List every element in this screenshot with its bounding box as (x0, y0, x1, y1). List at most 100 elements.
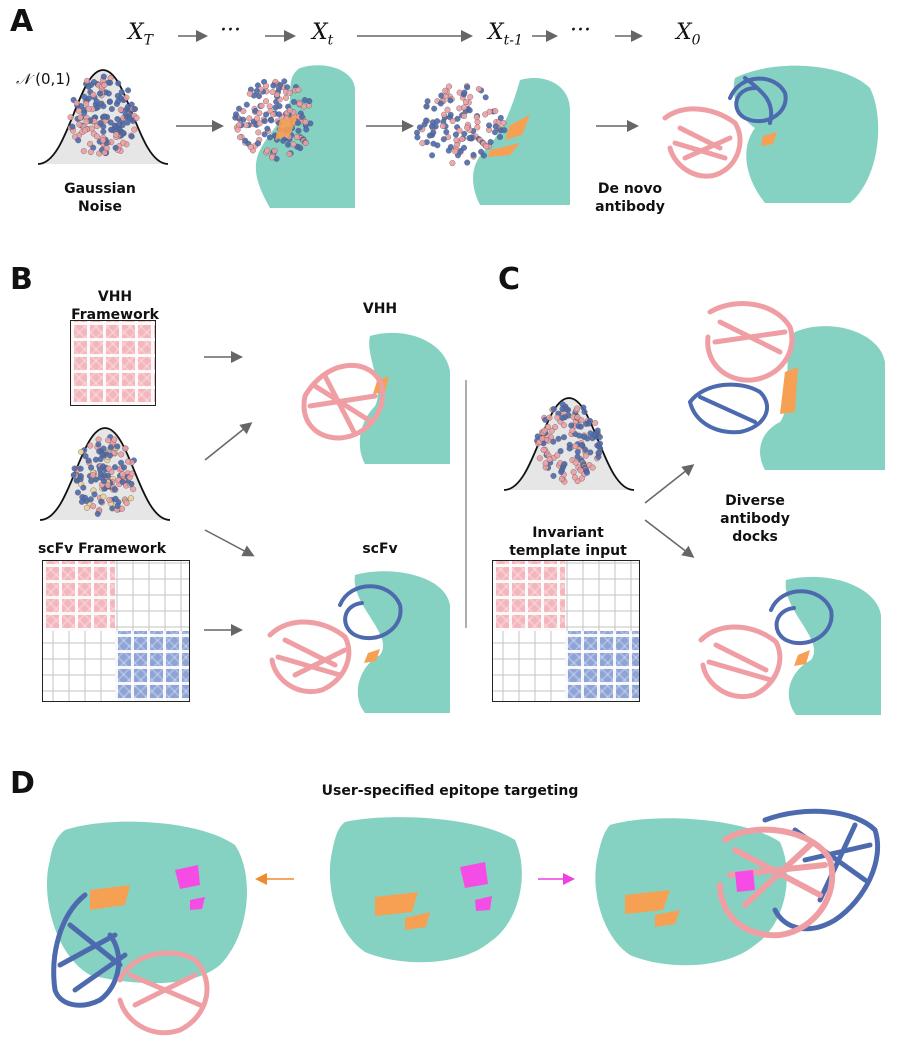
residue-dot (107, 444, 114, 451)
residue-dot (128, 470, 135, 477)
step-x0: X0 (676, 20, 701, 49)
residue-dot (452, 131, 459, 138)
residue-dot (103, 145, 110, 152)
residue-dot (447, 111, 454, 118)
residue-dot (133, 115, 140, 122)
residue-dot (574, 414, 581, 421)
residue-dot (115, 80, 122, 87)
residue-dot (283, 94, 290, 101)
residue-dot (100, 128, 107, 135)
residue-dot (233, 111, 239, 118)
residue-dot (234, 126, 241, 133)
residue-dot (429, 123, 436, 130)
residue-dot (585, 420, 592, 427)
residue-dot (496, 133, 503, 140)
residue-dot (84, 77, 91, 84)
invariant-template-label: Invariant template input (509, 525, 627, 559)
residue-dot (461, 144, 468, 151)
step-xt-cap: XT (128, 20, 154, 49)
scfv-framework-matrix (42, 560, 190, 702)
residue-dot (75, 137, 82, 144)
residue-dot (128, 133, 135, 140)
residue-dot (574, 453, 581, 460)
residue-dot (295, 127, 302, 134)
residue-dot (88, 464, 95, 471)
step-ellipsis-1: ··· (220, 18, 241, 43)
residue-dot (118, 451, 125, 458)
residue-dot (120, 464, 127, 471)
residue-dot (558, 468, 565, 475)
residue-dot (453, 137, 460, 144)
arrow-icon (596, 120, 639, 132)
residue-dot (423, 103, 430, 110)
residue-dot (578, 442, 585, 449)
residue-dot (550, 438, 557, 445)
residue-dot (119, 471, 126, 478)
residue-dot (235, 105, 242, 112)
residue-dot (572, 459, 579, 466)
residue-dot (125, 87, 132, 94)
residue-dot (111, 436, 118, 443)
residue-dot (75, 107, 82, 114)
residue-dot (573, 405, 580, 412)
residue-dot (302, 119, 309, 126)
residue-dot (266, 103, 273, 110)
residue-dot (440, 136, 447, 143)
residue-dot (81, 127, 88, 134)
residue-dot (461, 104, 468, 111)
residue-dot (284, 84, 291, 91)
arrow-icon (366, 120, 414, 132)
residue-dot (557, 448, 564, 455)
de-novo-antibody-label: De novo antibody (595, 181, 665, 215)
gaussian-curve-icon (503, 397, 635, 491)
residue-dot (437, 100, 444, 107)
residue-dot (80, 484, 87, 491)
residue-dot (123, 500, 130, 507)
residue-dot (464, 159, 471, 166)
residue-dot (281, 78, 288, 85)
residue-dot (256, 110, 263, 117)
residue-dot (112, 144, 119, 151)
residue-dot (467, 93, 474, 100)
residue-dot (449, 160, 456, 167)
residue-dot (263, 98, 270, 105)
residue-dot (85, 457, 92, 464)
residue-dot (74, 489, 81, 496)
residue-dot (430, 140, 437, 147)
residue-dot (96, 90, 103, 97)
residue-dot (419, 140, 426, 147)
residue-dot (100, 123, 107, 130)
residue-dot (264, 125, 271, 132)
residue-dot (106, 496, 113, 503)
residue-dot (118, 459, 125, 466)
residue-dot (445, 147, 452, 154)
residue-dot (441, 111, 448, 118)
residue-dot (90, 503, 97, 510)
residue-dot (77, 465, 84, 472)
residue-dot (78, 448, 85, 455)
residue-dot (491, 129, 498, 136)
residue-dot (566, 445, 573, 452)
residue-dot (128, 480, 135, 487)
normal-distribution-label: 𝒩 (0,1) (16, 70, 71, 88)
residue-dot (263, 111, 270, 118)
residue-dot (554, 414, 561, 421)
residue-dot (442, 87, 449, 94)
residue-dot (293, 133, 300, 140)
residue-dot (461, 130, 468, 137)
residue-dot (444, 106, 451, 113)
residue-dot (254, 115, 261, 122)
step-xt: Xt (312, 20, 334, 49)
residue-dot (119, 505, 126, 512)
residue-dot (290, 141, 297, 148)
residue-dot (474, 124, 481, 131)
residue-dot (263, 83, 270, 90)
residue-dot (464, 84, 471, 91)
residue-dot (475, 86, 482, 93)
residue-dot (431, 105, 438, 112)
residue-dot (459, 135, 466, 142)
residue-dot (568, 422, 575, 429)
residue-dot (430, 129, 437, 136)
residue-dot (106, 452, 113, 459)
residue-dot (130, 486, 137, 493)
